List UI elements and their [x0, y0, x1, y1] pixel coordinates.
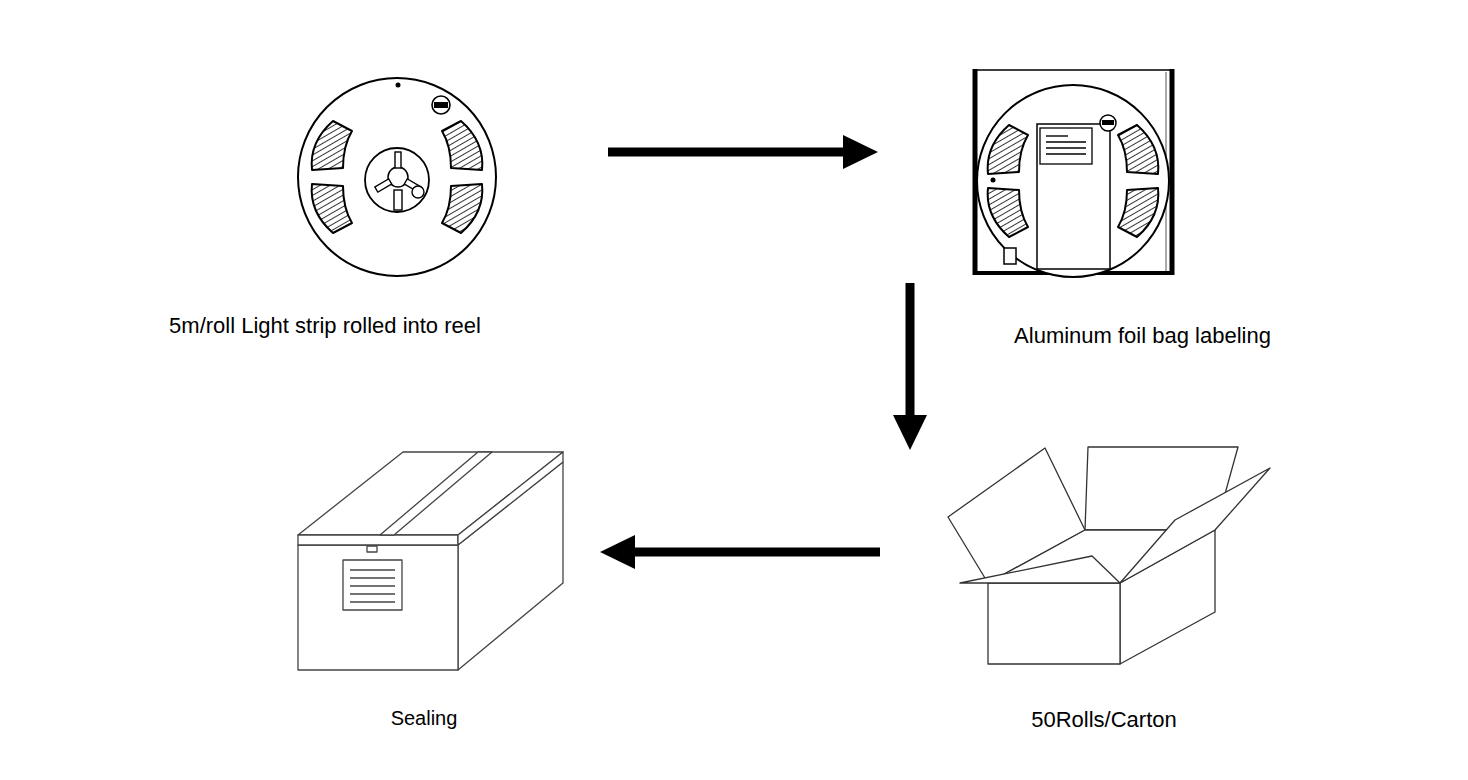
- bag-reel-dot: [991, 178, 996, 183]
- arrow-head: [843, 135, 878, 169]
- step-node: 50Rolls/Carton: [939, 445, 1269, 740]
- flow-arrow: [608, 135, 878, 169]
- step-caption: 50Rolls/Carton: [939, 707, 1269, 733]
- arrow-head: [893, 415, 927, 450]
- hub-slot: [394, 190, 402, 210]
- bag-label: [1037, 124, 1110, 269]
- carton-right-flap: [1120, 468, 1270, 583]
- label-line: [1046, 141, 1086, 142]
- step-node: Sealing: [289, 450, 559, 740]
- bag-reel-rim: [977, 85, 1169, 277]
- label-line: [1046, 135, 1068, 136]
- step-caption: Aluminum foil bag labeling: [970, 323, 1315, 349]
- flow-arrow: [893, 283, 927, 450]
- sealed-rim: [298, 535, 458, 545]
- label-text-block: [1040, 128, 1092, 164]
- step-caption: 5m/roll Light strip rolled into reel: [140, 313, 510, 339]
- open-carton-illustration: [948, 447, 1270, 664]
- step-node: 5m/roll Light strip rolled into reel: [140, 75, 510, 345]
- reel-rim: [298, 78, 496, 276]
- carton-label-line: [350, 601, 395, 602]
- carton-label-line: [350, 569, 395, 570]
- hub-spoke: [375, 179, 392, 192]
- sealing-tape: [380, 452, 492, 535]
- tape-tab: [367, 546, 377, 552]
- carton-front-flap: [960, 556, 1120, 583]
- carton-label: [343, 560, 402, 610]
- reel-indicator: [432, 96, 450, 114]
- hub-hole: [412, 186, 424, 198]
- carton-label-line: [350, 577, 395, 578]
- hub-spoke: [395, 152, 401, 168]
- bag-indicator-bar: [1102, 120, 1114, 125]
- reel-hub: [365, 148, 429, 212]
- sealed-front: [298, 545, 458, 670]
- carton-label-line: [350, 585, 395, 586]
- step-node: Aluminum foil bag labeling: [970, 65, 1315, 355]
- reel-dot: [396, 83, 401, 88]
- flow-arrow: [600, 535, 880, 569]
- label-line: [1046, 153, 1086, 154]
- step-caption: Sealing: [289, 706, 559, 730]
- arrow-shaft: [633, 548, 880, 557]
- reel-indicator-bar: [434, 102, 448, 108]
- bag-indicator: [1100, 115, 1116, 131]
- foil-bag-illustration: [973, 69, 1174, 277]
- arrow-head: [600, 535, 635, 569]
- carton-front: [988, 583, 1120, 664]
- bag-edge: [1170, 69, 1175, 275]
- bag-tag: [1004, 248, 1016, 264]
- carton-label-line: [350, 593, 395, 594]
- arrow-shaft: [906, 283, 915, 417]
- reel-windows: [312, 121, 483, 233]
- label-line: [1046, 147, 1086, 148]
- arrow-shaft: [608, 148, 845, 157]
- sealed-carton-illustration: [298, 452, 563, 670]
- reel-illustration: [298, 78, 496, 276]
